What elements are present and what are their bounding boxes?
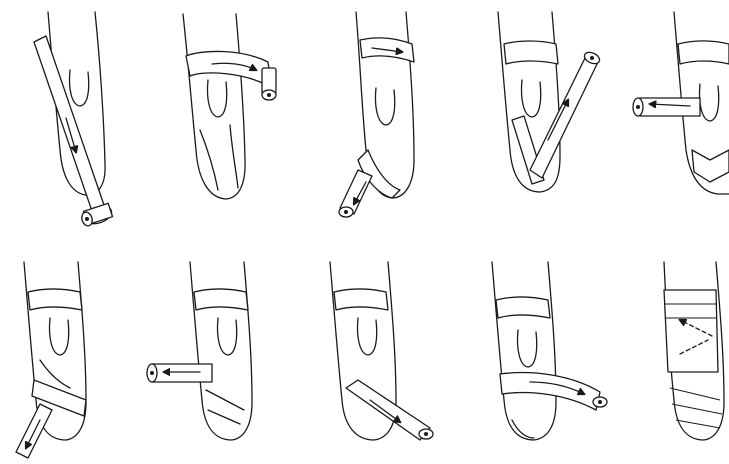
knee-outline bbox=[517, 330, 536, 367]
bandage-wrap bbox=[664, 290, 718, 372]
skin-crease bbox=[206, 390, 244, 410]
knee-outline bbox=[375, 88, 394, 125]
step-7-panel bbox=[147, 262, 252, 440]
skin-crease bbox=[208, 410, 240, 424]
bandage-strip bbox=[530, 56, 598, 178]
limb-outline bbox=[492, 262, 556, 440]
bandage-wrap bbox=[334, 289, 388, 310]
knee-outline bbox=[357, 318, 376, 355]
bandage-wrap bbox=[678, 41, 729, 64]
bandage-wrap bbox=[496, 297, 550, 318]
bandage-layer-line bbox=[672, 404, 722, 414]
bandage-strip bbox=[640, 98, 700, 116]
step-4-panel bbox=[498, 12, 601, 192]
bandage-wrap bbox=[186, 51, 272, 88]
bandage-strip bbox=[692, 150, 729, 182]
bandage-wrap bbox=[500, 373, 600, 410]
bandage-roll bbox=[419, 429, 433, 439]
bandage-roll bbox=[593, 397, 607, 407]
skin-crease bbox=[512, 420, 534, 438]
step-1-panel bbox=[34, 12, 114, 227]
bandage-wrap bbox=[28, 289, 82, 310]
knee-outline bbox=[49, 318, 68, 355]
step-9-panel bbox=[492, 262, 607, 440]
bandage-roll bbox=[147, 364, 157, 382]
step-6-panel bbox=[16, 262, 86, 458]
knee-outline bbox=[217, 318, 236, 355]
bandage-wrap bbox=[194, 289, 248, 310]
knee-outline bbox=[699, 84, 718, 121]
bandage-wrap bbox=[504, 41, 558, 64]
knee-outline bbox=[521, 80, 540, 117]
step-2-panel bbox=[183, 14, 276, 199]
bandage-strip bbox=[346, 380, 430, 440]
bandage-roll bbox=[339, 207, 353, 217]
bandage-roll bbox=[262, 68, 276, 100]
bandage-strip bbox=[34, 36, 105, 214]
step-8-panel bbox=[330, 262, 433, 440]
bandage-roll bbox=[633, 98, 643, 116]
bandage-layer-line bbox=[670, 388, 720, 400]
knee-outline bbox=[69, 70, 88, 106]
step-3-panel bbox=[339, 12, 414, 217]
bandage-strip bbox=[152, 364, 212, 382]
step-10-panel bbox=[664, 262, 724, 440]
knee-outline bbox=[207, 80, 226, 117]
bandage-roll bbox=[80, 203, 114, 227]
bandage-layer-line bbox=[676, 420, 720, 428]
step-5-panel bbox=[633, 12, 729, 194]
skin-crease bbox=[230, 125, 238, 188]
